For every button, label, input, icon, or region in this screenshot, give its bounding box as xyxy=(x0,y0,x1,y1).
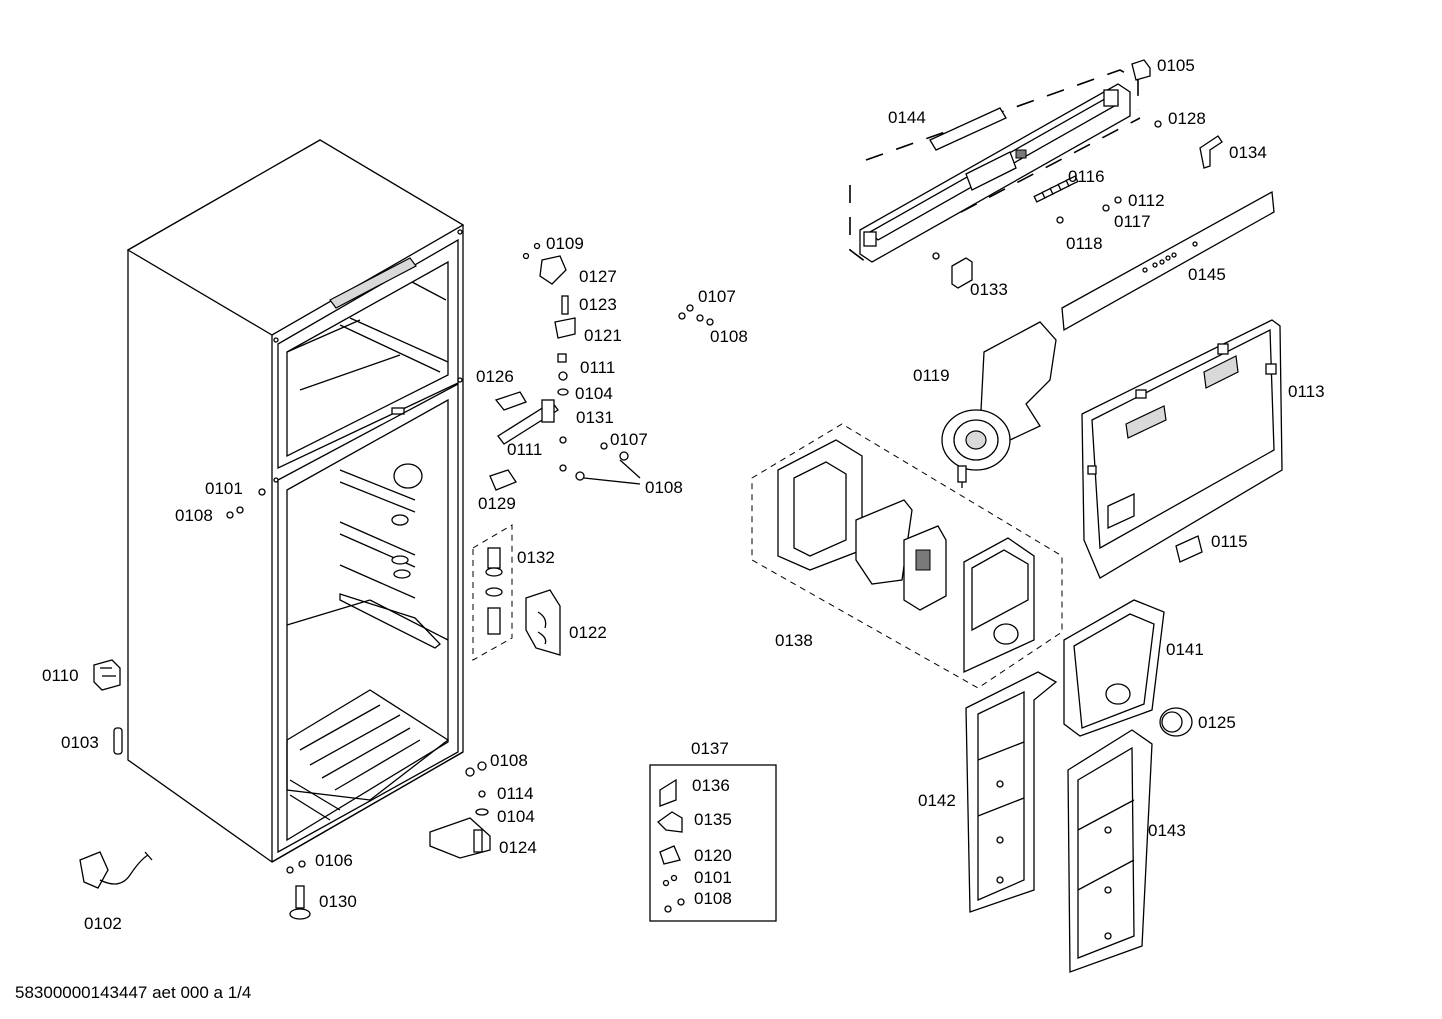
label-0114: 0114 xyxy=(497,784,534,803)
label-0105: 0105 xyxy=(1157,56,1195,75)
label-0143: 0143 xyxy=(1148,821,1186,840)
document-code-footer: 58300000143447 aet 000 a 1/4 xyxy=(15,983,251,1002)
label-0138: 0138 xyxy=(775,631,813,650)
label-0136: 0136 xyxy=(692,776,730,795)
label-0116: 0116 xyxy=(1068,167,1105,186)
label-0108-left: 0108 xyxy=(175,506,213,525)
bottom-hinge-parts xyxy=(429,761,491,859)
channel-0142 xyxy=(965,671,1058,913)
label-0119: 0119 xyxy=(913,366,950,385)
label-0126: 0126 xyxy=(476,367,514,386)
left-small-parts xyxy=(79,488,311,920)
label-0137: 0137 xyxy=(691,739,729,758)
label-0134: 0134 xyxy=(1229,143,1267,162)
label-0107-lower: 0107 xyxy=(610,430,648,449)
label-0108-bottom: 0108 xyxy=(490,751,528,770)
label-0115: 0115 xyxy=(1211,532,1248,551)
hinge-parts xyxy=(489,242,714,491)
label-0133: 0133 xyxy=(970,280,1008,299)
label-0141: 0141 xyxy=(1166,640,1204,659)
label-0129: 0129 xyxy=(478,494,516,513)
fan-assembly xyxy=(941,321,1057,488)
label-0110: 0110 xyxy=(42,666,79,685)
label-0101: 0101 xyxy=(205,479,243,498)
part-0132-group xyxy=(472,524,561,661)
kit-0137-box xyxy=(649,764,777,922)
label-0104-top: 0104 xyxy=(575,384,613,403)
label-0122: 0122 xyxy=(569,623,607,642)
label-0118: 0118 xyxy=(1066,234,1103,253)
label-0130: 0130 xyxy=(319,892,357,911)
label-0131: 0131 xyxy=(576,408,614,427)
label-0145: 0145 xyxy=(1188,265,1226,284)
label-0132: 0132 xyxy=(517,548,555,567)
label-0108-upper: 0108 xyxy=(710,327,748,346)
label-0121: 0121 xyxy=(584,326,622,345)
duct-0138-group xyxy=(751,423,1063,689)
label-0144: 0144 xyxy=(888,108,926,127)
label-0103: 0103 xyxy=(61,733,99,752)
label-0104-bottom: 0104 xyxy=(497,807,535,826)
label-0127: 0127 xyxy=(579,267,617,286)
label-0124: 0124 xyxy=(499,838,537,857)
label-0111-top: 0111 xyxy=(580,358,615,377)
label-0108-mid: 0108 xyxy=(645,478,683,497)
label-0108-kit: 0108 xyxy=(694,889,732,908)
label-0120: 0120 xyxy=(694,846,732,865)
label-0107-upper: 0107 xyxy=(698,287,736,306)
cabinet-drawing xyxy=(126,139,465,863)
label-0123: 0123 xyxy=(579,295,617,314)
part-labels: 0101 0108 0110 0103 0102 0106 0130 0109 … xyxy=(15,56,1325,1002)
label-0142: 0142 xyxy=(918,791,956,810)
label-0109: 0109 xyxy=(546,234,584,253)
label-0106: 0106 xyxy=(315,851,353,870)
rear-cover-0113 xyxy=(1081,319,1283,579)
label-0102: 0102 xyxy=(84,914,122,933)
label-0113: 0113 xyxy=(1288,382,1325,401)
label-0117: 0117 xyxy=(1114,212,1151,231)
label-0101-kit: 0101 xyxy=(694,868,732,887)
label-0128: 0128 xyxy=(1168,109,1206,128)
label-0111-bottom: 0111 xyxy=(507,440,542,459)
channel-0143 xyxy=(1067,729,1153,973)
label-0112: 0112 xyxy=(1128,191,1165,210)
duct-cover-0141 xyxy=(1063,599,1193,737)
label-0125: 0125 xyxy=(1198,713,1236,732)
control-panel-assembly xyxy=(849,59,1275,332)
label-0135: 0135 xyxy=(694,810,732,829)
